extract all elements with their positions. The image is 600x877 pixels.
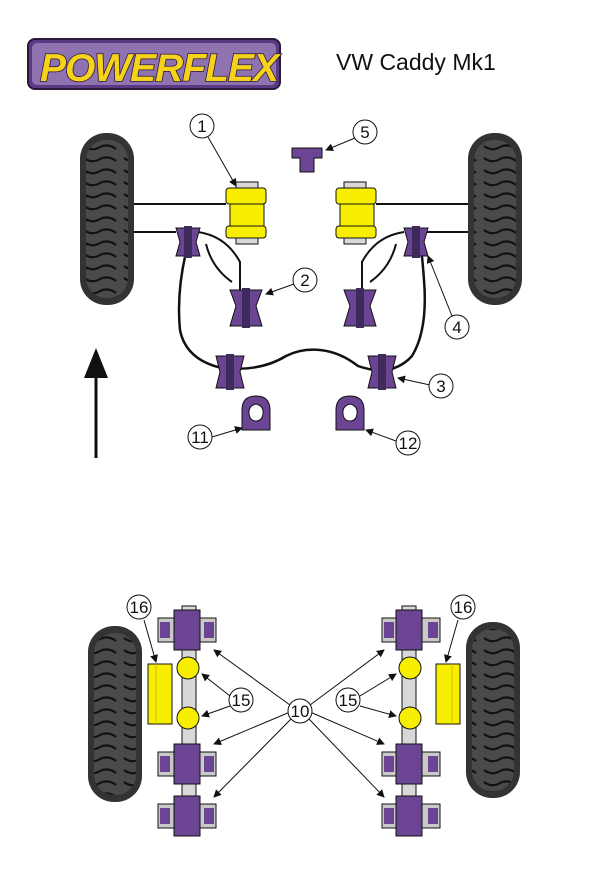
front-bush-4-right (403, 226, 429, 258)
brand-name: POWERFLEX (40, 47, 281, 90)
svg-text:5: 5 (360, 123, 369, 142)
callout-15-left: 15 (201, 673, 254, 718)
callout-15-right: 15 (335, 673, 397, 718)
rear-right-leaf-hangers (381, 605, 461, 837)
svg-text:1: 1 (197, 117, 206, 136)
callout-16-right: 16 (444, 594, 476, 663)
svg-text:15: 15 (232, 691, 251, 710)
callout-4: 4 (426, 255, 470, 340)
rear-right-tyre (466, 622, 520, 798)
front-bush-3-left (215, 354, 245, 390)
front-wishbones (134, 203, 468, 292)
front-bush-4-left (175, 226, 201, 258)
svg-text:2: 2 (300, 271, 309, 290)
front-bush-1-left (225, 181, 267, 245)
svg-text:16: 16 (130, 598, 149, 617)
callout-1: 1 (189, 113, 237, 187)
svg-text:16: 16 (454, 598, 473, 617)
front-bush-12 (335, 395, 365, 431)
callout-16-left: 16 (126, 594, 158, 663)
rear-left-tyre (88, 626, 142, 802)
front-left-tyre (80, 133, 134, 305)
callout-12: 12 (365, 428, 421, 456)
anti-roll-bar (177, 243, 427, 372)
callout-10: 10 (213, 649, 385, 798)
svg-text:12: 12 (399, 434, 418, 453)
front-bush-2-left (229, 288, 263, 328)
svg-text:4: 4 (452, 318, 461, 337)
callout-3: 3 (397, 373, 454, 399)
svg-text:10: 10 (291, 702, 310, 721)
svg-text:3: 3 (436, 377, 445, 396)
front-bush-3-right (367, 354, 397, 390)
svg-text:15: 15 (339, 691, 358, 710)
brand-logo: POWERFLEX (27, 38, 283, 91)
svg-text:11: 11 (191, 428, 209, 447)
rear-left-leaf-hangers (147, 605, 217, 837)
front-bush-1-right (335, 181, 377, 245)
callout-11: 11 (187, 424, 243, 450)
forward-arrow-icon (84, 348, 108, 458)
front-right-tyre (468, 133, 522, 305)
front-bush-5 (291, 147, 323, 173)
callout-2: 2 (265, 267, 318, 296)
page-title: VW Caddy Mk1 (336, 49, 496, 75)
callout-5: 5 (325, 119, 378, 152)
front-bush-2-right (343, 288, 377, 328)
front-bush-11 (241, 395, 271, 431)
